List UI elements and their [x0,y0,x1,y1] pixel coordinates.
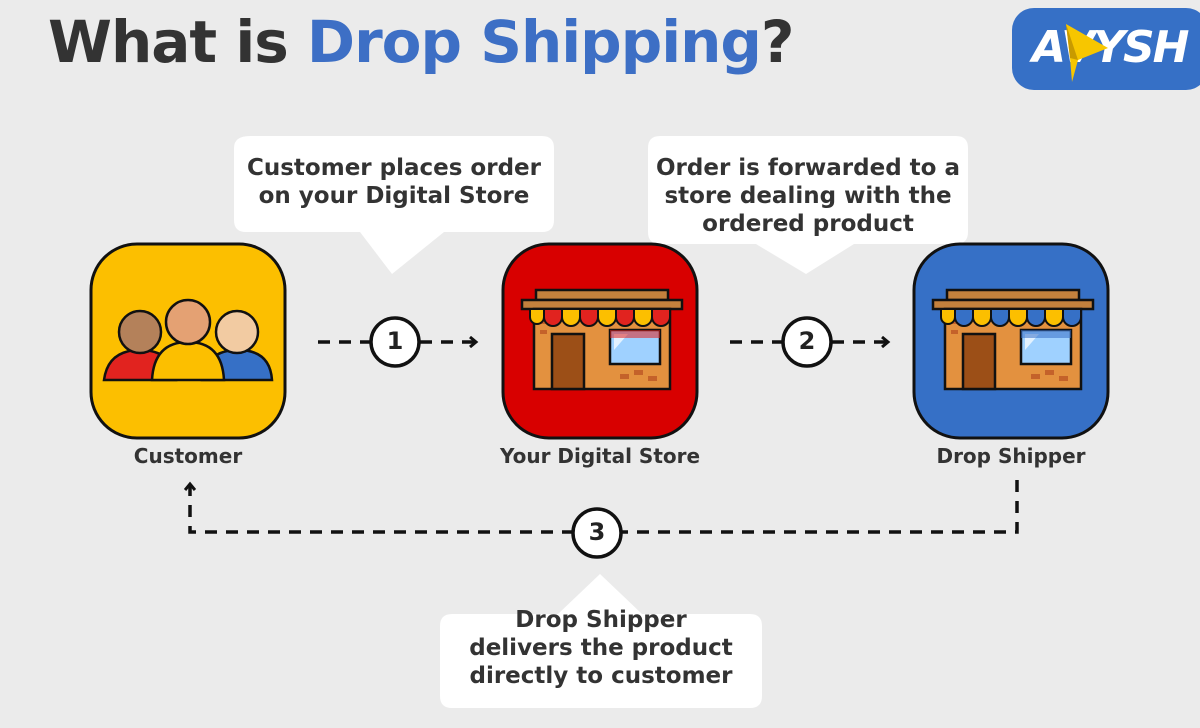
customer-label: Customer [133,444,243,468]
step-1-arrow [318,316,476,368]
page-title: What is Drop Shipping? [48,8,795,76]
step-1-bubble [234,136,554,274]
storefront-icon [931,288,1095,391]
step-2-bubble [648,136,968,274]
customer-tile [89,242,287,440]
step-3-bubble [440,574,762,708]
step-1-number: 1 [386,327,404,355]
paper-plane-icon [1066,24,1108,82]
storefront-icon [520,288,684,391]
digital-store-tile [501,242,699,440]
brand-logo: AVYSH [1012,8,1200,90]
step-1-description: Customer places order on your Digital St… [246,155,541,209]
step-3-description: Drop Shipper delivers the product direct… [469,607,733,689]
step-2-arrow [730,316,888,368]
logo-wordmark: AVYSH [1032,22,1189,73]
digital-store-label: Your Digital Store [499,444,701,468]
step-3-arrow [190,480,1019,559]
customers-group-icon [102,298,274,382]
title-suffix: ? [760,8,795,76]
step-3-number: 3 [588,518,606,546]
title-prefix: What is [48,8,307,76]
step-2-description: Order is forwarded to a store dealing wi… [655,155,960,237]
drop-shipper-tile [912,242,1110,440]
drop-shipper-label: Drop Shipper [936,444,1086,468]
step-2-number: 2 [798,327,816,355]
title-highlight: Drop Shipping [306,8,762,76]
